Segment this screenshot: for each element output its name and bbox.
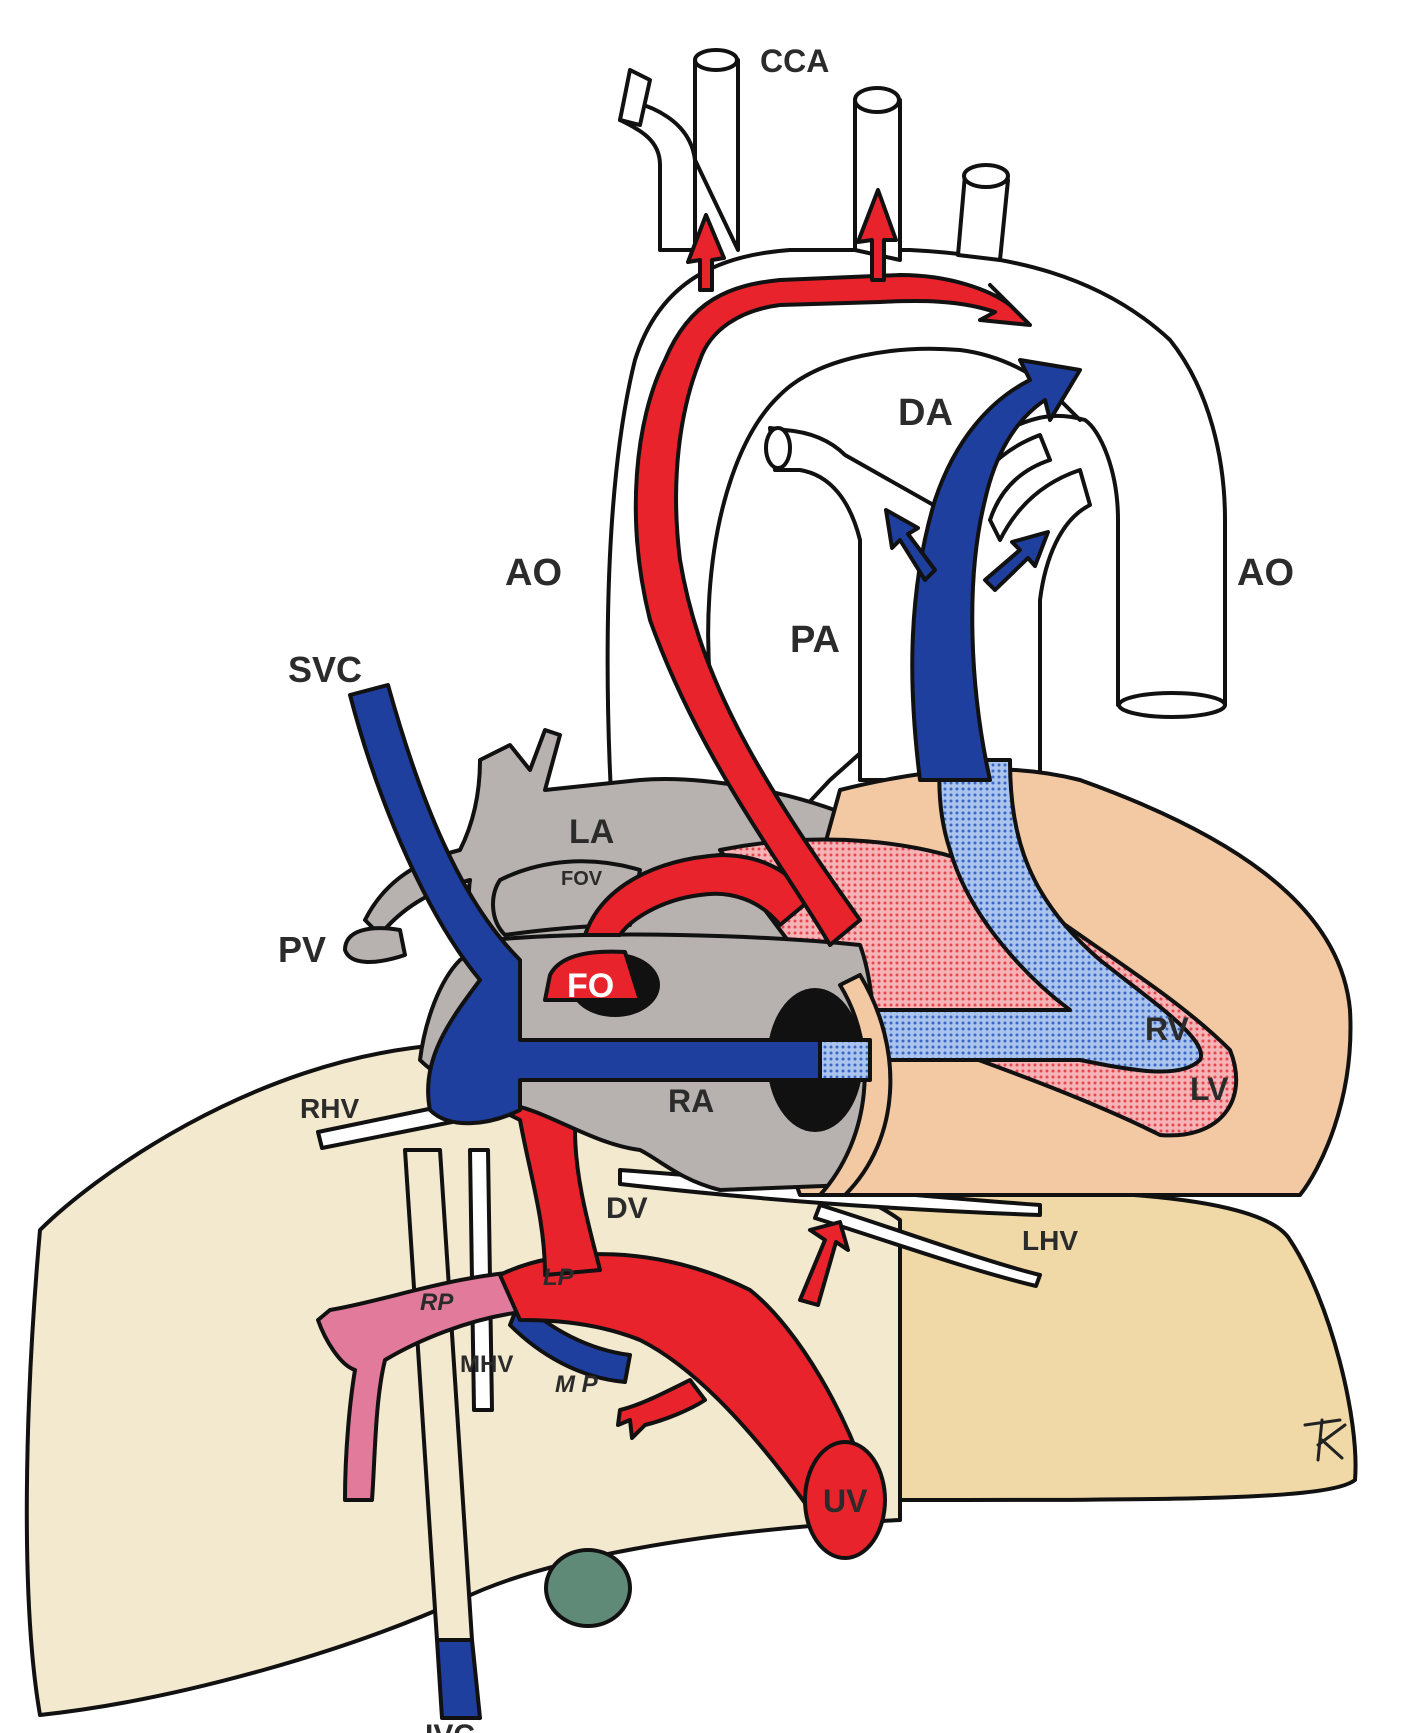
descending-aorta-opening	[1117, 691, 1227, 719]
labels: CCA AO AO DA PA SVC LA FOV PV FO RV LV R…	[278, 43, 1294, 1733]
right-ventricle-flow	[858, 758, 1204, 1074]
label-ra: RA	[668, 1083, 714, 1119]
arrow-to-branch-2	[856, 188, 898, 282]
label-svc: SVC	[288, 649, 362, 690]
ra-to-rv-flow	[818, 1038, 872, 1082]
label-rv: RV	[1145, 1011, 1190, 1047]
umbilical-vein-opening	[803, 1440, 887, 1560]
label-pv: PV	[278, 929, 326, 970]
label-ivc: IVC	[425, 1719, 475, 1733]
label-la: LA	[569, 813, 614, 851]
arrow-to-right-lung	[983, 530, 1050, 592]
gallbladder	[544, 1548, 632, 1628]
svc-flow-blue	[348, 683, 822, 1126]
label-fo: FO	[567, 967, 614, 1005]
label-pa: PA	[790, 619, 840, 661]
pulmonary-vein	[343, 926, 407, 964]
label-rp: RP	[420, 1289, 454, 1316]
label-rhv: RHV	[300, 1093, 359, 1124]
arrow-to-left-lung	[884, 508, 937, 582]
umbilical-vein	[498, 1220, 887, 1560]
label-fov: FOV	[561, 868, 603, 890]
ductal-flow-blue	[910, 358, 1082, 782]
label-ao-left: AO	[505, 552, 562, 594]
label-ao-right: AO	[1237, 552, 1294, 594]
ivc-vessel	[403, 1148, 482, 1720]
artist-signature	[1303, 1418, 1347, 1462]
aortic-flow-red	[633, 273, 1032, 947]
label-mhv: MHV	[460, 1351, 513, 1378]
label-cca: CCA	[760, 43, 829, 79]
label-lp: LP	[543, 1264, 575, 1291]
right-portal-vein	[316, 1268, 542, 1502]
label-uv: UV	[823, 1483, 868, 1519]
foramen-ovale-red	[543, 949, 642, 1002]
label-da: DA	[898, 392, 953, 434]
liver-left-lobe	[848, 1188, 1358, 1502]
label-lhv: LHV	[1022, 1225, 1078, 1256]
label-lv: LV	[1190, 1071, 1229, 1107]
label-mp: M P	[555, 1371, 599, 1398]
arrow-to-branch-1	[686, 213, 726, 292]
label-dv: DV	[606, 1192, 648, 1225]
